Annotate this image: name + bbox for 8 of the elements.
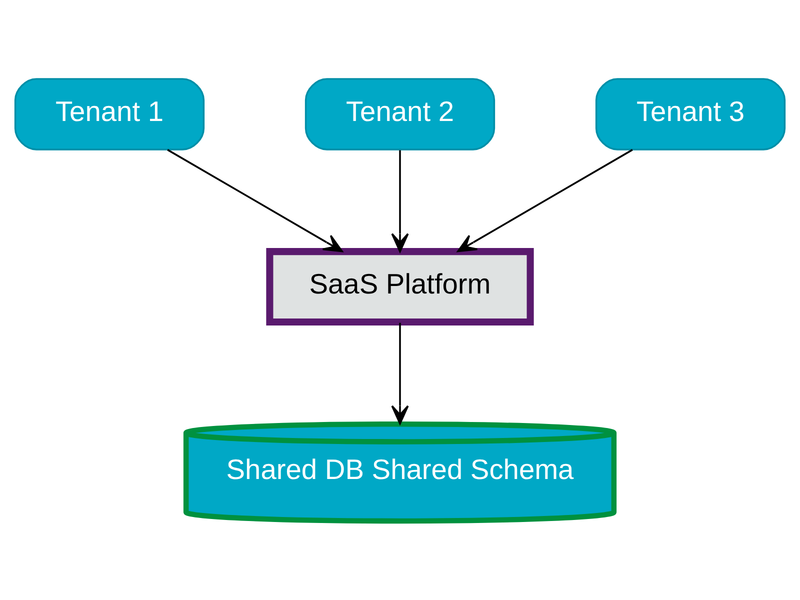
arrow: [391, 150, 409, 252]
node-box: SaaS Platform: [266, 248, 534, 326]
node-box: Tenant 1: [14, 78, 205, 150]
arrow: [167, 149, 343, 252]
node-box: Tenant 3: [595, 78, 786, 150]
arrow: [457, 149, 633, 252]
node-box: Tenant 2: [304, 78, 496, 150]
arrow: [391, 322, 409, 424]
